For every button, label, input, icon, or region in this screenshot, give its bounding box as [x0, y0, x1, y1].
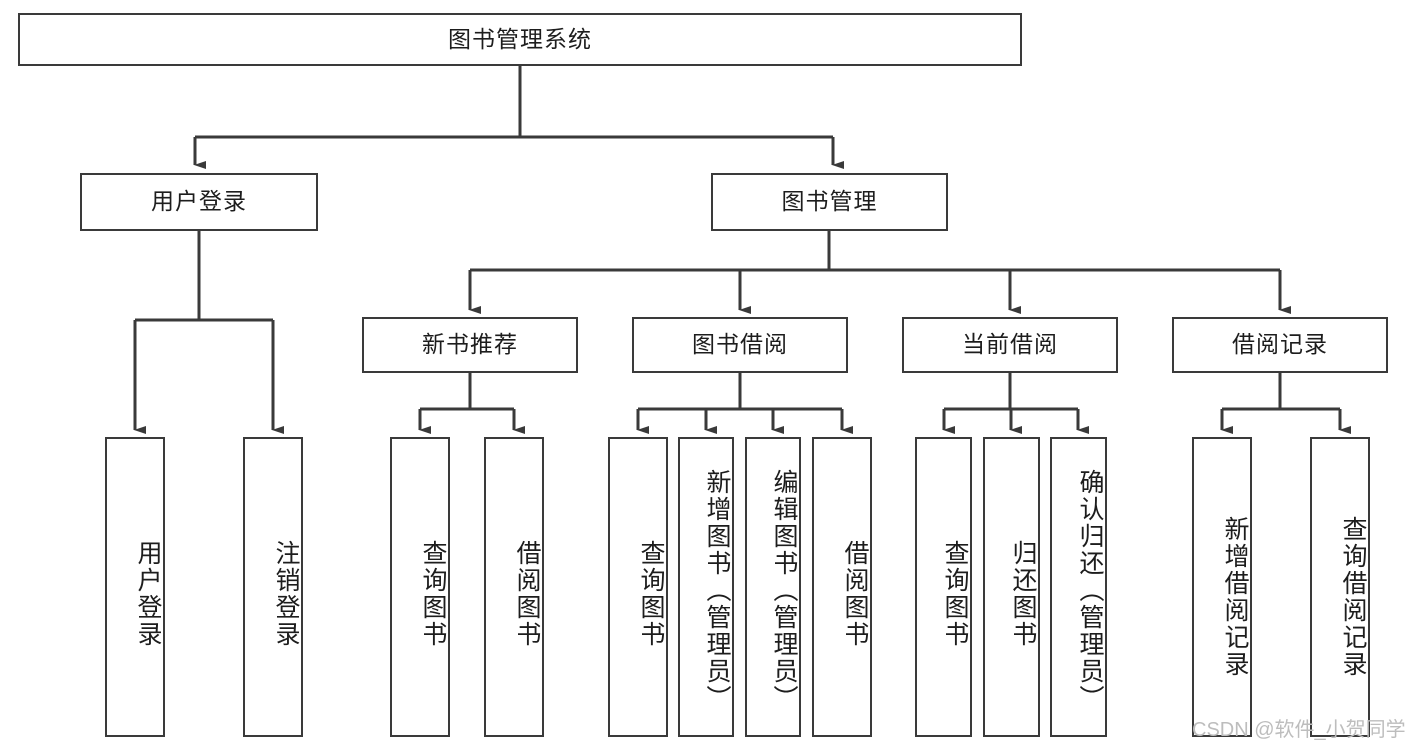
- node-label: 查询图书: [637, 540, 665, 648]
- node-label: 新增借阅记录: [1221, 516, 1249, 678]
- node-label: 借阅记录: [1232, 331, 1328, 358]
- node-book-borrow[interactable]: 图书借阅: [632, 317, 848, 373]
- node-label: 新增图书（管理员）: [703, 468, 731, 712]
- node-label: 注销登录: [272, 540, 300, 648]
- node-leaf-query-record[interactable]: 查询借阅记录: [1310, 437, 1370, 737]
- node-label: 图书借阅: [692, 331, 788, 358]
- node-label: 归还图书: [1009, 540, 1037, 648]
- node-leaf-query-book-2[interactable]: 查询图书: [608, 437, 668, 737]
- node-label: 新书推荐: [422, 331, 518, 358]
- node-label: 当前借阅: [962, 331, 1058, 358]
- node-leaf-add-record[interactable]: 新增借阅记录: [1192, 437, 1252, 737]
- node-label: 图书管理系统: [448, 25, 592, 52]
- node-leaf-add-book[interactable]: 新增图书（管理员）: [678, 437, 734, 737]
- node-root-book-management-system[interactable]: 图书管理系统: [18, 13, 1022, 66]
- node-leaf-user-login[interactable]: 用户登录: [105, 437, 165, 737]
- node-label: 图书管理: [781, 188, 878, 215]
- node-label: 查询图书: [419, 540, 447, 648]
- node-leaf-borrow-book-1[interactable]: 借阅图书: [484, 437, 544, 737]
- node-leaf-logout[interactable]: 注销登录: [243, 437, 303, 737]
- node-current-borrow[interactable]: 当前借阅: [902, 317, 1118, 373]
- node-leaf-query-book-3[interactable]: 查询图书: [915, 437, 972, 737]
- node-label: 查询借阅记录: [1339, 516, 1367, 678]
- node-label: 用户登录: [151, 188, 247, 215]
- node-leaf-query-book-1[interactable]: 查询图书: [390, 437, 450, 737]
- node-label: 借阅图书: [841, 540, 869, 648]
- node-leaf-borrow-book-2[interactable]: 借阅图书: [812, 437, 872, 737]
- node-label: 借阅图书: [513, 540, 541, 648]
- node-leaf-return-book[interactable]: 归还图书: [983, 437, 1040, 737]
- node-borrow-record[interactable]: 借阅记录: [1172, 317, 1388, 373]
- csdn-watermark: CSDN @软件_小贺同学: [1192, 719, 1405, 741]
- node-leaf-edit-book[interactable]: 编辑图书（管理员）: [745, 437, 801, 737]
- node-new-book-recommend[interactable]: 新书推荐: [362, 317, 578, 373]
- node-user-login[interactable]: 用户登录: [80, 173, 318, 231]
- node-leaf-confirm-return[interactable]: 确认归还（管理员）: [1050, 437, 1107, 737]
- node-book-management[interactable]: 图书管理: [711, 173, 948, 231]
- node-label: 查询图书: [941, 540, 969, 648]
- node-label: 编辑图书（管理员）: [770, 468, 798, 712]
- node-label: 确认归还（管理员）: [1076, 468, 1104, 712]
- node-label: 用户登录: [134, 540, 162, 648]
